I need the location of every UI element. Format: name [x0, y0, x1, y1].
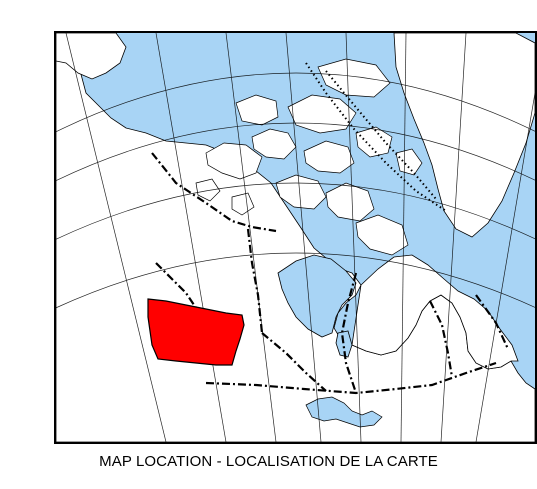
greenland: [393, 33, 535, 238]
map-caption: MAP LOCATION - LOCALISATION DE LA CARTE: [99, 453, 438, 470]
james-bay: [335, 330, 353, 358]
location-map: [56, 33, 535, 442]
alaska: [56, 33, 127, 80]
labrador: [351, 254, 519, 370]
map-frame: [54, 31, 537, 444]
hudson-bay: [277, 254, 357, 338]
graticule: [56, 33, 535, 442]
arctic-islands: [195, 58, 423, 256]
great-lakes: [305, 396, 383, 428]
highlighted-region: [147, 298, 245, 366]
